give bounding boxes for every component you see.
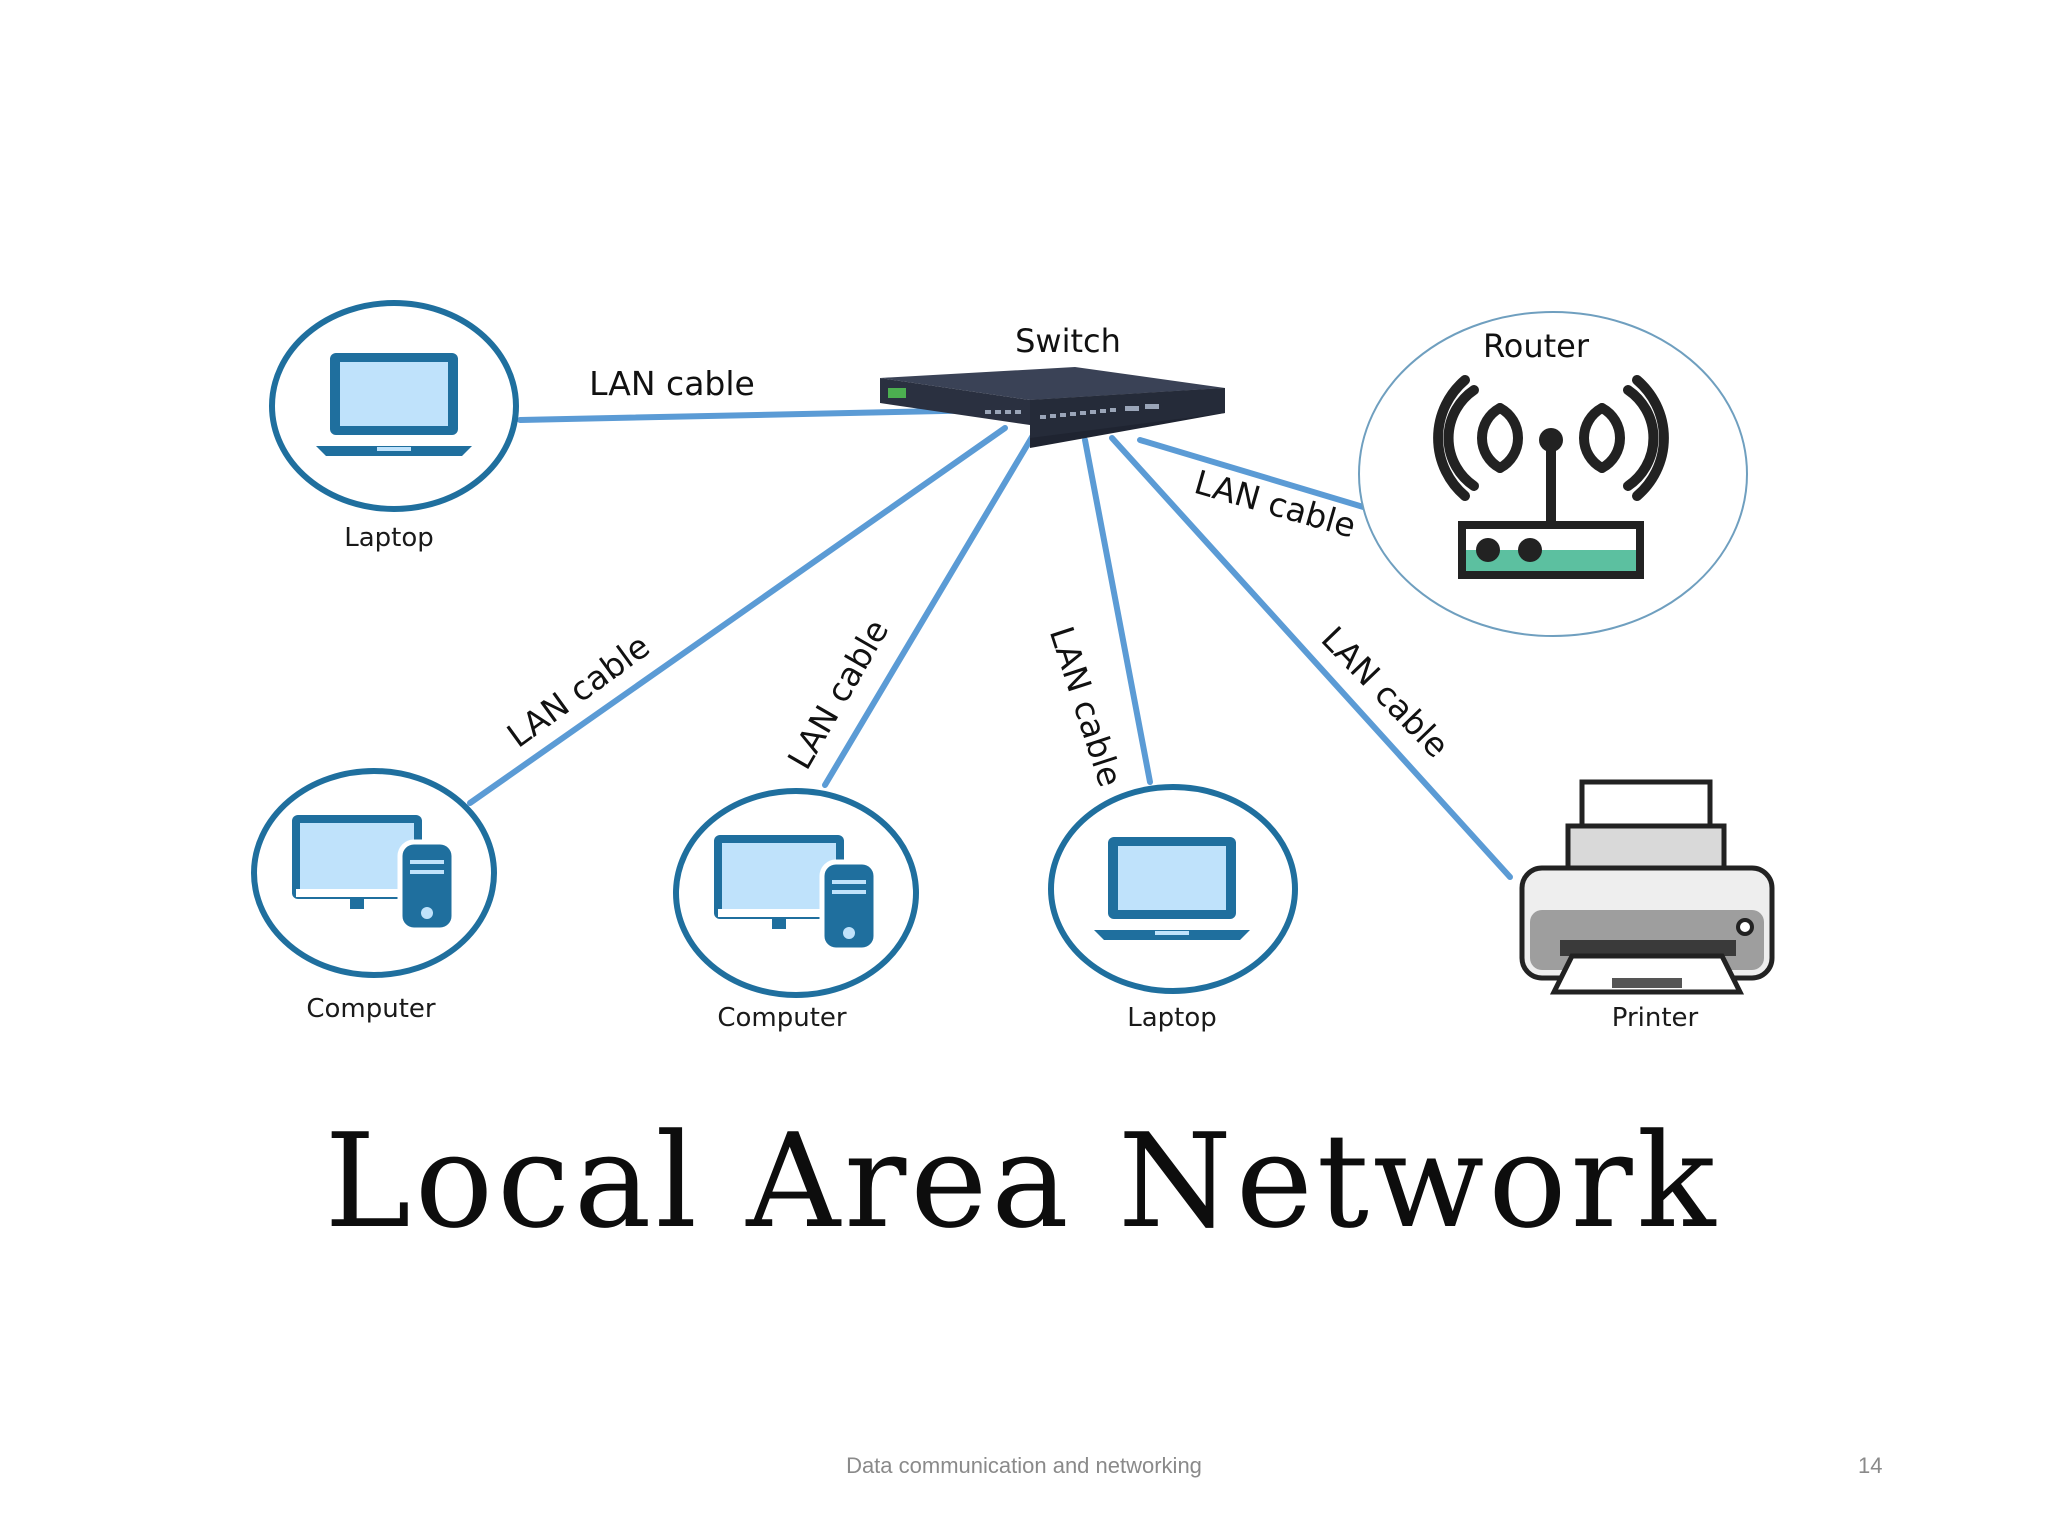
- laptop-icon: [1094, 837, 1250, 940]
- cable-label-router: LAN cable: [1190, 462, 1360, 545]
- desktop-computer-icon: [714, 835, 879, 953]
- wifi-router-icon: [1433, 375, 1669, 530]
- router-label: Router: [1483, 327, 1590, 365]
- switch-label: Switch: [1015, 322, 1121, 360]
- computer-2-label: Computer: [717, 1003, 847, 1033]
- laptop-2-label: Laptop: [1127, 1003, 1217, 1033]
- cable-laptop-top: [517, 407, 993, 423]
- desktop-computer-icon: [292, 815, 457, 933]
- printer-label: Printer: [1612, 1003, 1699, 1033]
- footer-course: Data communication and networking: [846, 1453, 1202, 1478]
- laptop-icon: [316, 353, 472, 456]
- laptop-top-label: Laptop: [344, 523, 434, 553]
- network-switch-icon: [880, 367, 1225, 448]
- computer-node-2: [673, 788, 919, 998]
- computer-1-label: Computer: [306, 994, 436, 1024]
- laptop-node-2: [1048, 784, 1298, 994]
- cable-label-laptop-2: LAN cable: [1042, 622, 1130, 792]
- cable-laptop-2: [1082, 437, 1153, 785]
- cable-computer-2: [822, 429, 1038, 788]
- footer-page-number: 14: [1858, 1453, 1883, 1478]
- cable-computer-1: [467, 425, 1008, 806]
- laptop-node-top: [269, 300, 519, 512]
- printer-icon: [1519, 779, 1775, 995]
- diagram-title: Local Area Network: [325, 1105, 1720, 1257]
- cable-printer: [1109, 435, 1513, 880]
- cable-label-top: LAN cable: [589, 364, 755, 403]
- router-node: [1358, 311, 1748, 637]
- computer-node-1: [251, 768, 497, 978]
